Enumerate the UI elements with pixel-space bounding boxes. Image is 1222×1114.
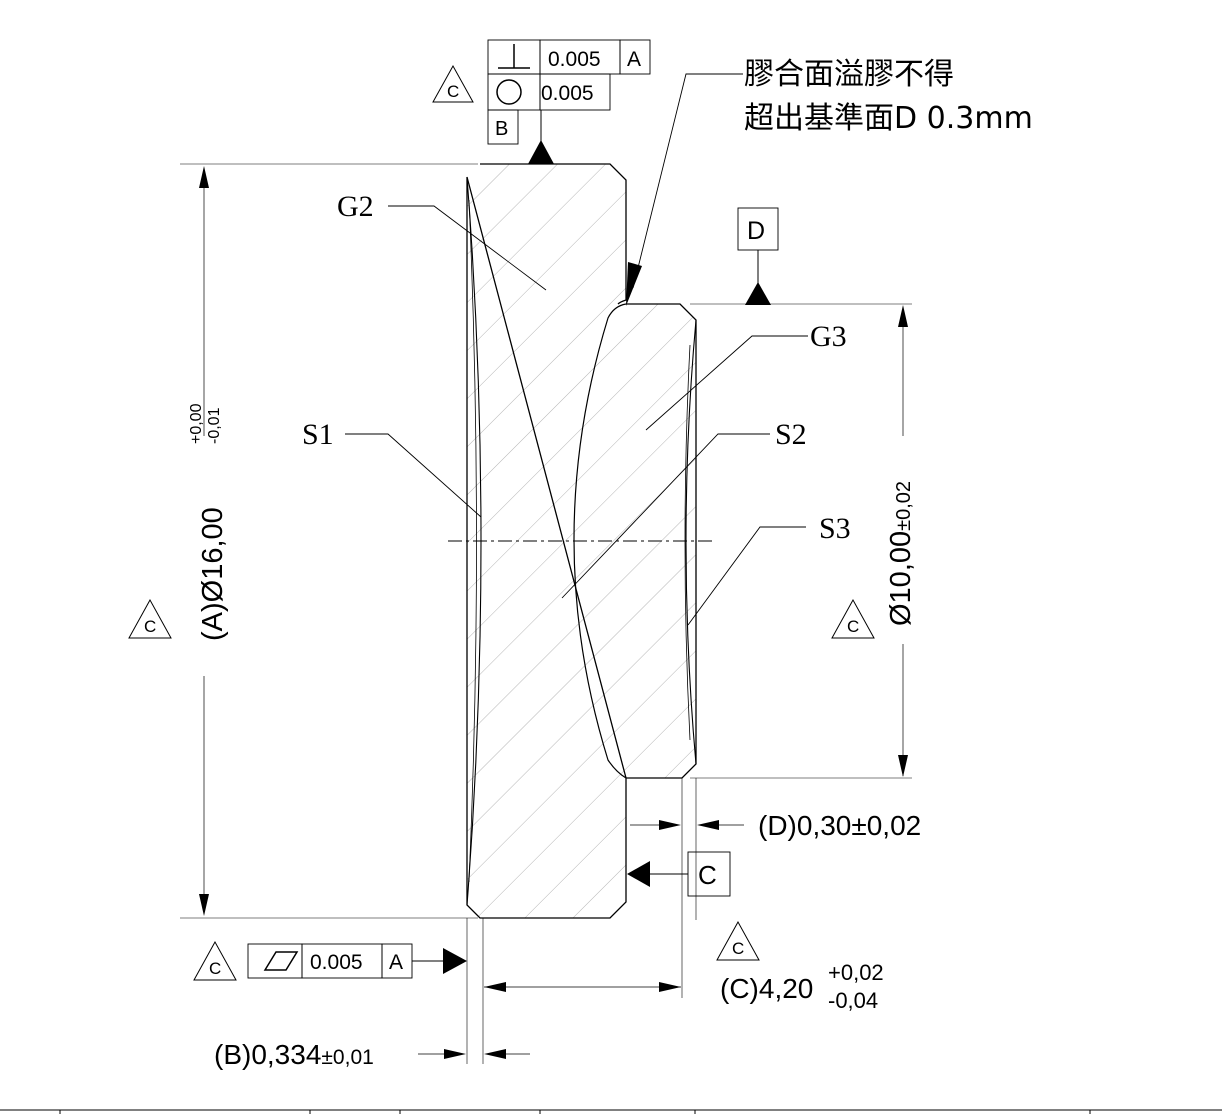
datum-d-triangle	[745, 282, 771, 305]
critical-mark-dim-c: C	[716, 920, 760, 961]
top-fcf-datum-triangle	[528, 140, 554, 164]
top-fcf-tolerance-2: 0.005	[541, 82, 594, 105]
s3-edge	[684, 344, 691, 741]
critical-mark-right: C	[831, 598, 875, 639]
dim-c-arrow-left	[484, 982, 506, 992]
dim-c-arrow-right	[659, 982, 681, 992]
critical-mark-top-label: C	[447, 82, 459, 101]
dim-a-arrow-top	[199, 166, 209, 188]
g3-outline	[626, 303, 697, 779]
dim-a-main: (A)Ø16,00	[197, 507, 229, 641]
note-line-2: 超出基準面D 0.3mm	[744, 101, 1033, 136]
bottom-fcf: 0.005 A	[247, 943, 467, 979]
dim-b-text: (B)0,334±0,01	[214, 1039, 374, 1070]
label-g3: G3	[810, 320, 847, 353]
title-block-edge	[0, 1109, 1222, 1114]
dim-c-upper: +0,02	[828, 960, 884, 985]
bottom-fcf-tolerance: 0.005	[310, 951, 363, 974]
datum-d-label: D	[747, 217, 765, 245]
dim-b-main: (B)0,334	[214, 1039, 321, 1070]
dim-d-text: (D)0,30±0,02	[758, 810, 921, 841]
dim-c-lower: -0,04	[828, 988, 878, 1013]
label-g2: G2	[337, 190, 374, 223]
dim-b-arrow-left	[444, 1049, 466, 1059]
dim-10-text: Ø10,00±0,02	[885, 481, 917, 626]
dim-10-main: Ø10,00	[885, 531, 917, 626]
critical-mark-bottom-label: C	[209, 959, 221, 978]
bottom-fcf-datum-triangle	[443, 948, 467, 974]
critical-mark-top: C	[432, 64, 474, 103]
perpendicularity-icon	[498, 44, 530, 69]
top-fcf-tolerance-1: 0.005	[548, 48, 601, 71]
datum-d: D	[737, 207, 779, 305]
dim-10-arrow-bottom	[898, 755, 908, 777]
note-leader-arrow	[626, 262, 642, 306]
dim-b-arrow-right	[484, 1049, 506, 1059]
note-line-1: 膠合面溢膠不得	[744, 57, 954, 92]
dim-a-lower: -0,01	[206, 407, 223, 444]
datum-c: C	[627, 851, 731, 897]
dim-10-tol: ±0,02	[893, 481, 915, 531]
critical-mark-dim-c-label: C	[732, 939, 744, 958]
dim-c-text: (C)4,20	[720, 973, 813, 1004]
critical-mark-left-label: C	[144, 617, 156, 636]
dim-d-arrow-left	[659, 820, 681, 830]
critical-mark-left: C	[128, 598, 172, 639]
label-s2: S2	[775, 418, 807, 451]
datum-c-triangle	[627, 861, 650, 887]
dim-b-tol: ±0,01	[321, 1046, 373, 1069]
dim-a-text: (A)Ø16,00	[197, 507, 229, 641]
leaders	[345, 73, 808, 626]
top-fcf-datum-3: B	[495, 118, 508, 140]
flatness-icon	[263, 951, 299, 971]
dim-a-upper: +0,00	[188, 403, 205, 444]
top-fcf: 0.005 A 0.005 B	[487, 39, 651, 164]
label-s1: S1	[302, 418, 334, 451]
dim-a-arrow-bottom	[199, 894, 209, 916]
label-s3: S3	[819, 512, 851, 545]
critical-mark-bottom: C	[193, 940, 237, 981]
dim-10-arrow-top	[898, 305, 908, 327]
critical-mark-right-label: C	[847, 617, 859, 636]
s2-surface	[573, 303, 627, 779]
circularity-icon	[496, 79, 522, 105]
bottom-fcf-datum: A	[389, 951, 403, 974]
top-fcf-datum-1: A	[627, 48, 641, 71]
datum-c-label: C	[698, 860, 717, 890]
dim-d-arrow-right	[697, 820, 719, 830]
